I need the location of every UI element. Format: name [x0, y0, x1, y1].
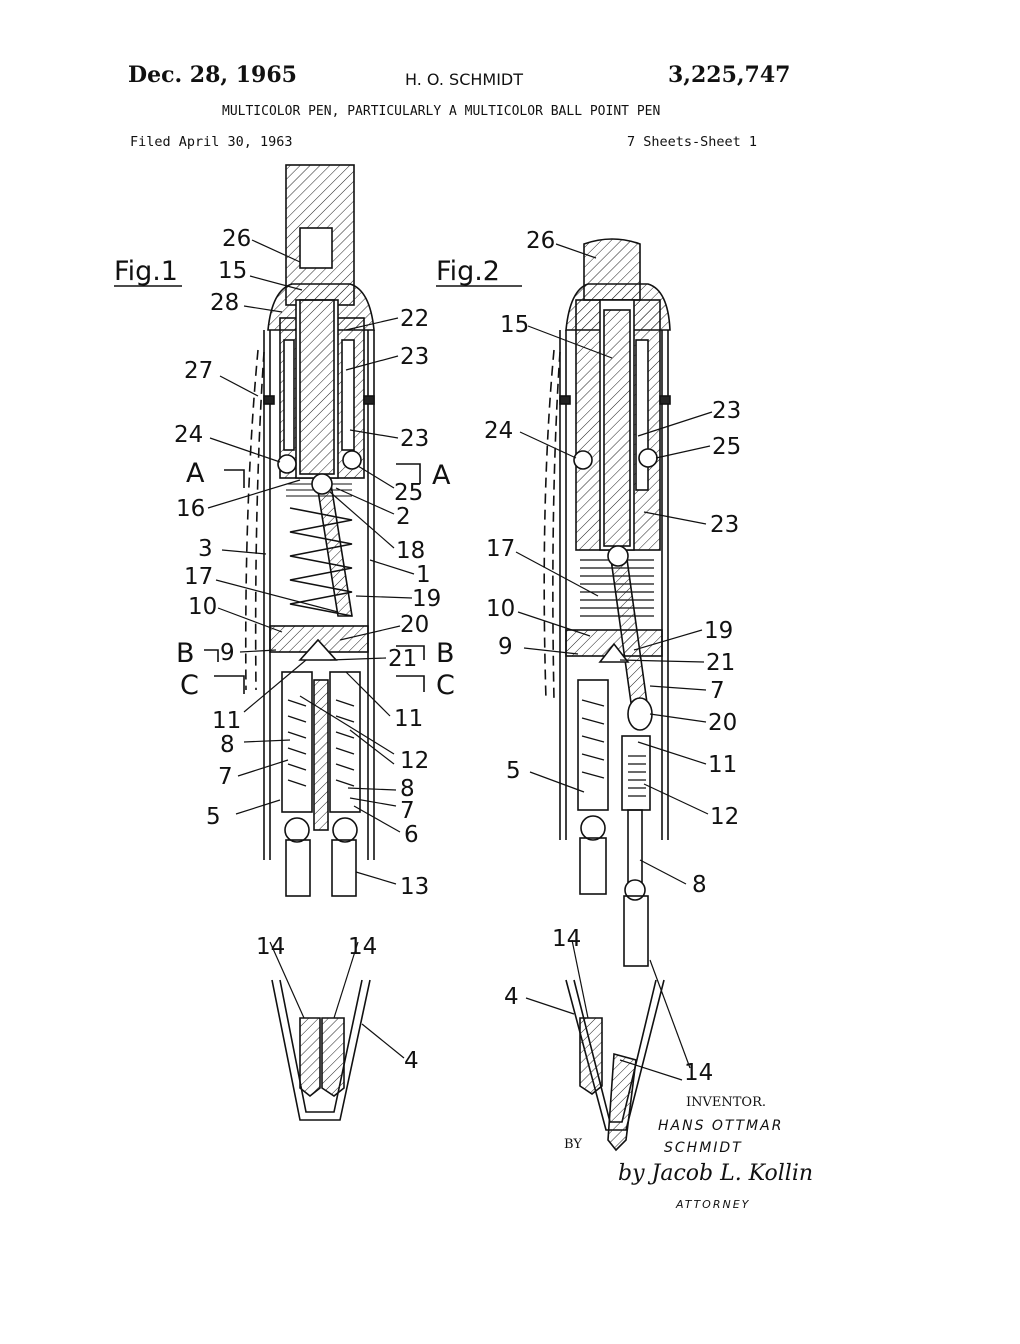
ref-label: 3	[198, 536, 213, 562]
ref-label: 17	[184, 564, 213, 590]
attorney-caption: ATTORNEY	[675, 1198, 750, 1211]
ref-label: 25	[394, 480, 423, 506]
section-label: A	[432, 460, 451, 491]
fig1-label: Fig.1	[114, 256, 178, 287]
ref-label: 8	[220, 732, 235, 758]
ref-label: 19	[704, 618, 733, 644]
ref-label: 20	[708, 710, 737, 736]
patent-date: Dec. 28, 1965	[128, 62, 297, 88]
ref-label: 8	[400, 776, 415, 802]
attorney-signature: by Jacob L. Kollin	[618, 1161, 813, 1186]
inventor-header: H. O. SCHMIDT	[405, 70, 524, 89]
ref-label: 6	[404, 822, 419, 848]
ref-label: 16	[176, 496, 205, 522]
fig1-reference-labels: 26 15 28 27 22 23 23 24 25 A A 16 2 18 3…	[174, 226, 455, 1074]
ref-label: 17	[486, 536, 515, 562]
ref-label: 11	[212, 708, 241, 734]
ref-label: 14	[256, 934, 285, 960]
ref-label: 11	[394, 706, 423, 732]
ref-label: 12	[400, 748, 429, 774]
signature-block: INVENTOR. HANS OTTMAR BY SCHMIDT by Jaco…	[564, 1095, 813, 1211]
ref-label: 28	[210, 290, 239, 316]
ref-label: 14	[684, 1060, 713, 1086]
ref-label: 14	[348, 934, 377, 960]
fig1-leader-lines	[207, 239, 415, 1059]
inventor-caption: INVENTOR.	[686, 1095, 766, 1110]
ref-label: 14	[552, 926, 581, 952]
ref-label: 4	[404, 1048, 419, 1074]
section-label: A	[186, 458, 205, 489]
ref-label: 1	[416, 562, 431, 588]
ref-label: 22	[400, 306, 429, 332]
ref-label: 23	[400, 344, 429, 370]
ref-label: 13	[400, 874, 429, 900]
inventor-name-line1: HANS OTTMAR	[658, 1118, 783, 1134]
ref-label: 9	[220, 640, 235, 666]
ref-label: 27	[184, 358, 213, 384]
inventor-name-line2: SCHMIDT	[664, 1140, 743, 1156]
ref-label: 26	[526, 228, 555, 254]
ref-label: 7	[400, 798, 415, 824]
ref-label: 4	[504, 984, 519, 1010]
section-label: C	[180, 670, 199, 701]
ref-label: 18	[396, 538, 425, 564]
ref-label: 21	[706, 650, 735, 676]
ref-label: 7	[218, 764, 233, 790]
ref-label: 23	[400, 426, 429, 452]
ref-label: 5	[506, 758, 521, 784]
ref-label: 15	[500, 312, 529, 338]
ref-label: 5	[206, 804, 221, 830]
section-label: B	[176, 638, 195, 669]
ref-label: 8	[692, 872, 707, 898]
fig2-leader-lines	[515, 243, 713, 1081]
ref-label: 25	[712, 434, 741, 460]
ref-label: 10	[486, 596, 515, 622]
sheet-count: 7 Sheets-Sheet 1	[627, 134, 758, 150]
fig1-drawing	[204, 164, 425, 1121]
fig2-label: Fig.2	[436, 256, 500, 287]
fig2-drawing	[543, 238, 671, 1152]
ref-label: 7	[710, 678, 725, 704]
ref-label: 23	[710, 512, 739, 538]
ref-label: 9	[498, 634, 513, 660]
ref-label: 15	[218, 258, 247, 284]
ref-label: 12	[710, 804, 739, 830]
ref-label: 24	[174, 422, 203, 448]
ref-label: 23	[712, 398, 741, 424]
section-label: C	[436, 670, 455, 701]
by-label: BY	[564, 1137, 582, 1152]
fig2-reference-labels: 26 15 24 23 25 23 17 10 19 9 21 7 20 5 1…	[484, 228, 741, 1086]
ref-label: 24	[484, 418, 513, 444]
ref-label: 21	[388, 646, 417, 672]
ref-label: 10	[188, 594, 217, 620]
patent-title: MULTICOLOR PEN, PARTICULARLY A MULTICOLO…	[222, 104, 661, 119]
ref-label: 26	[222, 226, 251, 252]
filed-date: Filed April 30, 1963	[130, 134, 293, 150]
ref-label: 20	[400, 612, 429, 638]
ref-label: 11	[708, 752, 737, 778]
ref-label: 2	[396, 504, 411, 530]
ref-label: 19	[412, 586, 441, 612]
section-label: B	[436, 638, 455, 669]
patent-number: 3,225,747	[668, 62, 791, 88]
